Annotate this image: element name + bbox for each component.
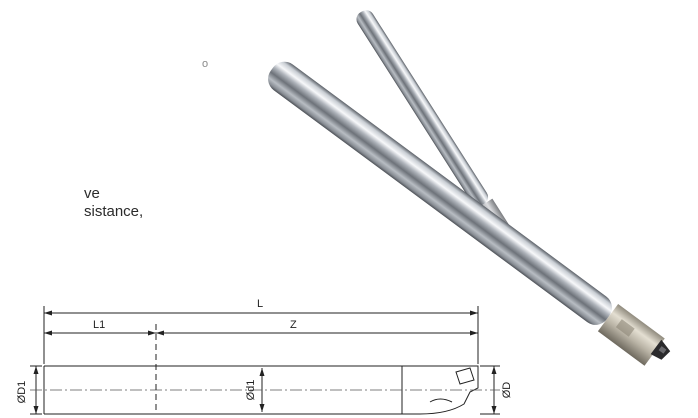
arrowhead — [491, 366, 497, 374]
arrowhead — [470, 310, 478, 316]
label-overall-length: L — [257, 298, 263, 310]
description-fragment-2: sistance, — [84, 203, 144, 220]
arrowhead — [491, 406, 497, 414]
description-fragment-1: ve — [84, 185, 100, 202]
label-shank-diameter: ØD1 — [16, 381, 28, 404]
arrowhead — [33, 406, 39, 414]
bullet-mark: o — [202, 58, 209, 70]
insert-outline — [455, 367, 475, 385]
arrowhead — [156, 330, 164, 336]
arrowhead — [470, 330, 478, 336]
label-shank-length: L1 — [93, 319, 105, 331]
cutting-head-outline — [419, 365, 479, 415]
arrowhead — [259, 404, 265, 412]
chip-pocket-outline — [429, 398, 453, 403]
label-neck-diameter: Ød1 — [245, 380, 257, 401]
label-cutting-diameter: ØD — [501, 382, 513, 399]
tool-holder-front — [268, 61, 671, 366]
arrowhead — [148, 330, 156, 336]
arrowhead — [44, 310, 52, 316]
arrowhead — [33, 366, 39, 374]
arrowhead — [259, 368, 265, 376]
arrowhead — [44, 330, 52, 336]
label-reach-length: Z — [290, 319, 297, 331]
